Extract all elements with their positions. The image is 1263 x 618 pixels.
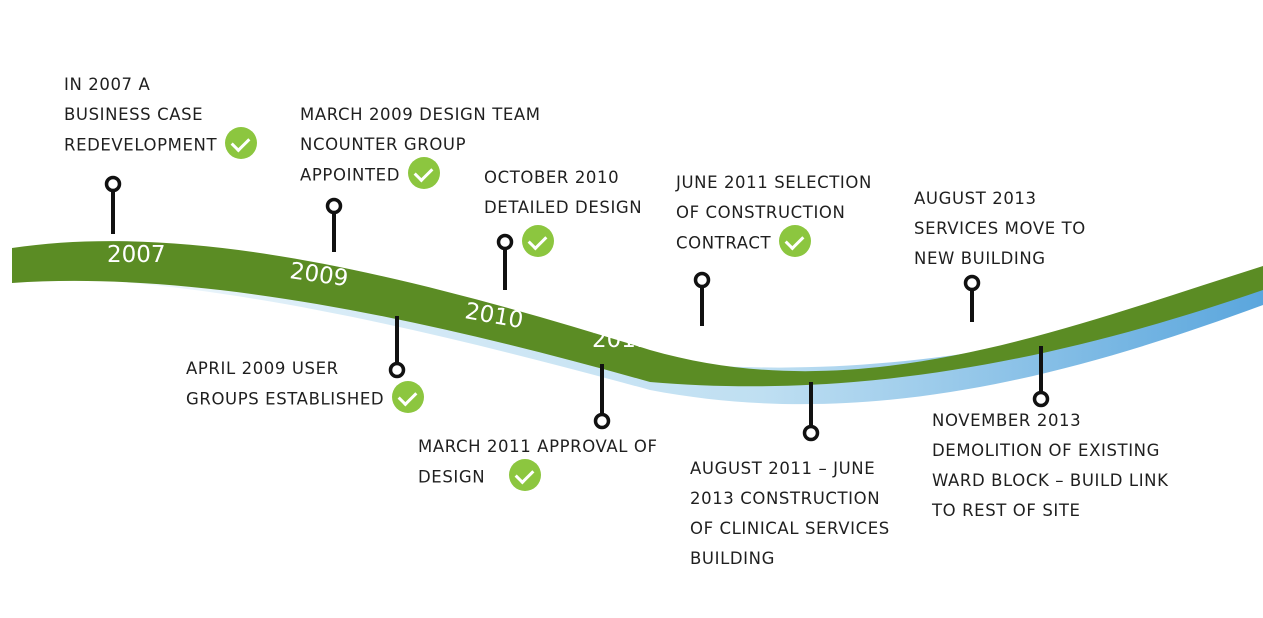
milestone-2011-2013-construction: AUGUST 2011 – JUNE 2013 CONSTRUCTION OF … xyxy=(690,454,890,574)
pin-2011-2013-construction xyxy=(802,382,820,442)
milestone-2011-approval: MARCH 2011 APPROVAL OF DESIGN xyxy=(418,432,658,494)
pin-2007-business-case xyxy=(104,175,122,234)
milestone-line: BUILDING xyxy=(690,549,775,568)
milestone-line: DEMOLITION OF EXISTING xyxy=(932,441,1160,460)
milestone-line: JUNE 2011 SELECTION xyxy=(676,173,872,192)
milestone-2013-services-move: AUGUST 2013 SERVICES MOVE TO NEW BUILDIN… xyxy=(914,184,1086,274)
milestone-2011-selection: JUNE 2011 SELECTION OF CONSTRUCTION CONT… xyxy=(676,168,872,260)
milestone-line: APRIL 2009 USER xyxy=(186,359,339,378)
milestone-2013-demolition: NOVEMBER 2013 DEMOLITION OF EXISTING WAR… xyxy=(932,406,1169,526)
milestone-line: OF CONSTRUCTION xyxy=(676,203,846,222)
milestone-line: MARCH 2011 APPROVAL OF xyxy=(418,437,658,456)
milestone-line: REDEVELOPMENT xyxy=(64,135,218,155)
milestone-line: DETAILED DESIGN xyxy=(484,198,643,217)
pin-2009-design-team xyxy=(325,197,343,252)
check-icon xyxy=(509,459,542,491)
year-label-2011: 2011 xyxy=(592,327,651,353)
milestone-line: APPOINTED xyxy=(300,165,400,185)
pin-2010-detailed-design xyxy=(496,233,514,290)
check-icon xyxy=(522,225,554,257)
check-icon xyxy=(225,127,258,159)
milestone-line: SERVICES MOVE TO xyxy=(914,219,1086,238)
milestone-line: OF CLINICAL SERVICES xyxy=(690,519,890,538)
pin-2009-user-groups xyxy=(388,316,406,379)
pin-2011-approval xyxy=(593,364,611,430)
milestone-line: AUGUST 2013 xyxy=(914,189,1037,208)
milestone-line: NEW BUILDING xyxy=(914,249,1046,268)
check-icon xyxy=(408,157,440,189)
milestone-line: NCOUNTER GROUP xyxy=(300,135,467,154)
milestone-2009-design-team: MARCH 2009 DESIGN TEAM NCOUNTER GROUP AP… xyxy=(300,100,541,192)
milestone-2007-business-case: IN 2007 A BUSINESS CASE REDEVELOPMENT xyxy=(64,70,258,162)
year-label-2013: 2013 xyxy=(896,332,957,364)
milestone-line: 2013 CONSTRUCTION xyxy=(690,489,881,508)
milestone-line: OCTOBER 2010 xyxy=(484,168,620,187)
milestone-line: IN 2007 A xyxy=(64,75,151,94)
check-icon xyxy=(392,381,425,413)
pin-2011-selection xyxy=(693,271,711,326)
milestone-line: DESIGN xyxy=(418,467,486,487)
pin-2013-demolition xyxy=(1032,346,1050,408)
milestone-line: MARCH 2009 DESIGN TEAM xyxy=(300,105,541,124)
year-label-2007: 2007 xyxy=(107,242,166,268)
milestone-line: CONTRACT xyxy=(676,233,772,253)
check-icon xyxy=(779,225,812,257)
milestone-line: BUSINESS CASE xyxy=(64,105,204,124)
milestone-line: NOVEMBER 2013 xyxy=(932,411,1082,430)
milestone-line: GROUPS ESTABLISHED xyxy=(186,389,385,409)
pin-2013-services-move xyxy=(963,274,981,322)
milestone-line: WARD BLOCK – BUILD LINK xyxy=(932,471,1169,490)
timeline-band xyxy=(12,241,1263,387)
milestone-line: AUGUST 2011 – JUNE xyxy=(690,459,876,478)
milestone-2010-detailed-design: OCTOBER 2010 DETAILED DESIGN xyxy=(484,163,642,223)
milestone-line: TO REST OF SITE xyxy=(932,501,1081,520)
milestone-2009-user-groups: APRIL 2009 USER GROUPS ESTABLISHED xyxy=(186,354,425,416)
